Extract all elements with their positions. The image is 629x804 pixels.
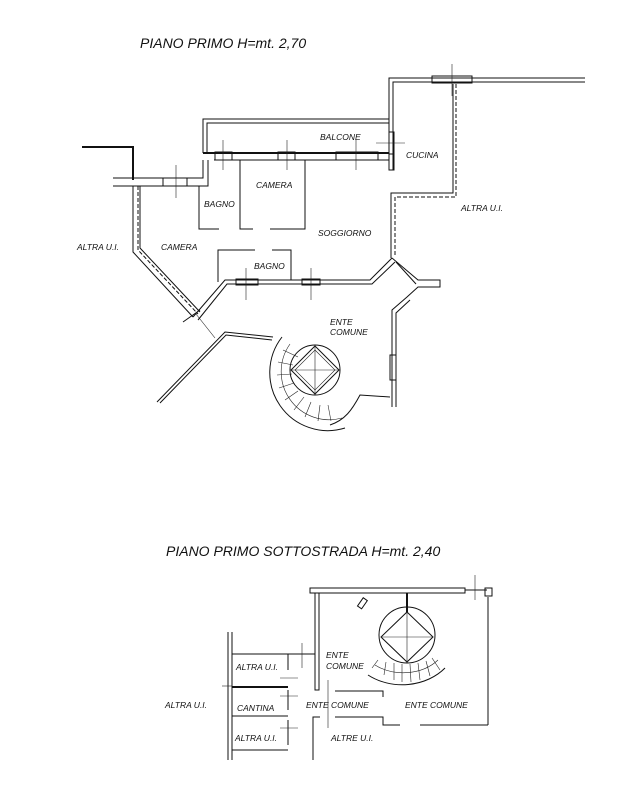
room-label-comune: COMUNE <box>326 661 364 671</box>
basement-walls <box>222 575 493 760</box>
first-floor-labels: BALCONE CUCINA CAMERA BAGNO ALTRA U.I. C… <box>76 132 503 337</box>
room-label-balcone: BALCONE <box>320 132 361 142</box>
room-label-altra-ui-left: ALTRA U.I. <box>76 242 119 252</box>
basement-spiral-stair <box>367 606 446 686</box>
room-label-ente-comune-2: ENTE COMUNE <box>405 700 468 710</box>
plan-title-basement: PIANO PRIMO SOTTOSTRADA H=mt. 2,40 <box>166 543 440 559</box>
room-label-altra-ui-left: ALTRA U.I. <box>164 700 207 710</box>
room-label-ente: ENTE <box>330 317 353 327</box>
basement-labels: ENTE COMUNE ALTRA U.I. CANTINA ALTRA U.I… <box>164 650 468 743</box>
room-label-cantina: CANTINA <box>237 703 275 713</box>
first-floor-spiral-stair <box>269 336 346 432</box>
room-label-bagno-2: BAGNO <box>254 261 285 271</box>
room-label-soggiorno: SOGGIORNO <box>318 228 372 238</box>
room-label-altra-ui-2: ALTRA U.I. <box>234 733 277 743</box>
room-label-camera-1: CAMERA <box>256 180 293 190</box>
room-label-altre-ui: ALTRE U.I. <box>330 733 373 743</box>
room-label-camera-2: CAMERA <box>161 242 198 252</box>
plan-title-first-floor: PIANO PRIMO H=mt. 2,70 <box>140 35 306 51</box>
room-label-altra-ui-1: ALTRA U.I. <box>235 662 278 672</box>
room-label-cucina: CUCINA <box>406 150 439 160</box>
first-floor-walls <box>82 64 585 426</box>
room-label-ente: ENTE <box>326 650 349 660</box>
room-label-comune: COMUNE <box>330 327 368 337</box>
room-label-bagno-1: BAGNO <box>204 199 235 209</box>
room-label-altra-ui-right: ALTRA U.I. <box>460 203 503 213</box>
room-label-ente-comune-1: ENTE COMUNE <box>306 700 369 710</box>
